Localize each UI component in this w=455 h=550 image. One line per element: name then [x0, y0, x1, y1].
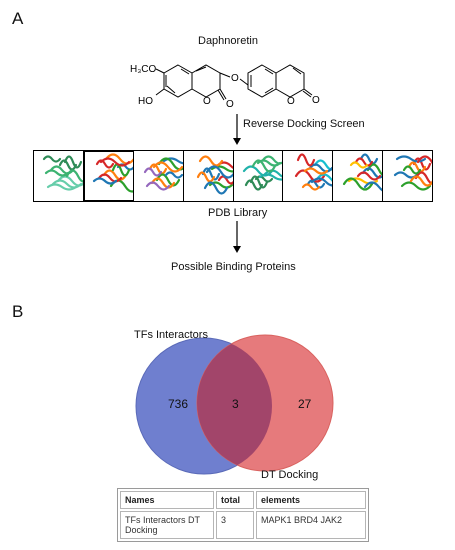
protein-ribbon-icon — [143, 157, 183, 191]
table-header-total: total — [216, 491, 254, 509]
ring-oxygen-right: O — [287, 96, 295, 107]
venn-count-only-a: 736 — [168, 397, 188, 411]
venn-count-only-b: 27 — [298, 397, 312, 411]
table-cell-names: TFs Interactors DT Docking — [120, 511, 214, 539]
hydroxy-group: HO — [138, 96, 153, 107]
binding-proteins-label: Possible Binding Proteins — [171, 261, 296, 273]
daphnoretin-structure: H₃CO HO O O O O O — [130, 64, 320, 110]
protein-structure-thumbnail — [333, 151, 384, 201]
table-row: TFs Interactors DT Docking 3 MAPK1 BRD4 … — [120, 511, 366, 539]
protein-structure-thumbnail — [383, 151, 432, 201]
ring-oxygen-left: O — [203, 96, 211, 107]
venn-overlap — [197, 338, 272, 471]
protein-structure-thumbnail — [184, 151, 234, 201]
protein-structure-thumbnail — [134, 151, 184, 201]
arrow-down-icon — [233, 221, 241, 253]
protein-ribbon-icon — [196, 155, 233, 195]
protein-ribbon-icon — [42, 155, 83, 191]
result-table: Names total elements TFs Interactors DT … — [117, 488, 369, 542]
panel-a-label: A — [12, 9, 24, 28]
pdb-library-strip — [33, 150, 433, 202]
methoxy-group: H₃CO — [130, 64, 157, 75]
protein-ribbon-icon — [92, 153, 133, 193]
reverse-docking-label: Reverse Docking Screen — [243, 118, 365, 130]
protein-structure-thumbnail — [83, 151, 134, 201]
venn-label-tfs-interactors: TFs Interactors — [134, 329, 208, 341]
table-header-names: Names — [120, 491, 214, 509]
venn-diagram: 736 3 27 — [135, 334, 334, 475]
protein-structure-thumbnail — [283, 151, 334, 201]
table-header-elements: elements — [256, 491, 366, 509]
bridge-oxygen: O — [231, 73, 239, 84]
arrow-down-icon — [233, 114, 241, 145]
protein-structure-thumbnail — [234, 151, 284, 201]
pdb-library-label: PDB Library — [208, 207, 268, 219]
table-cell-total: 3 — [216, 511, 254, 539]
protein-ribbon-icon — [394, 155, 432, 191]
panel-b-label: B — [12, 302, 24, 321]
venn-label-dt-docking: DT Docking — [261, 469, 319, 481]
protein-ribbon-icon — [295, 153, 333, 191]
table-cell-elements: MAPK1 BRD4 JAK2 — [256, 511, 366, 539]
table-header-row: Names total elements — [120, 491, 366, 509]
carbonyl-oxygen-left: O — [226, 99, 234, 110]
protein-ribbon-icon — [242, 155, 283, 191]
venn-count-both: 3 — [232, 397, 239, 411]
compound-name: Daphnoretin — [198, 35, 258, 47]
carbonyl-oxygen-right: O — [312, 95, 320, 106]
protein-structure-thumbnail — [34, 151, 84, 201]
protein-ribbon-icon — [343, 153, 383, 192]
